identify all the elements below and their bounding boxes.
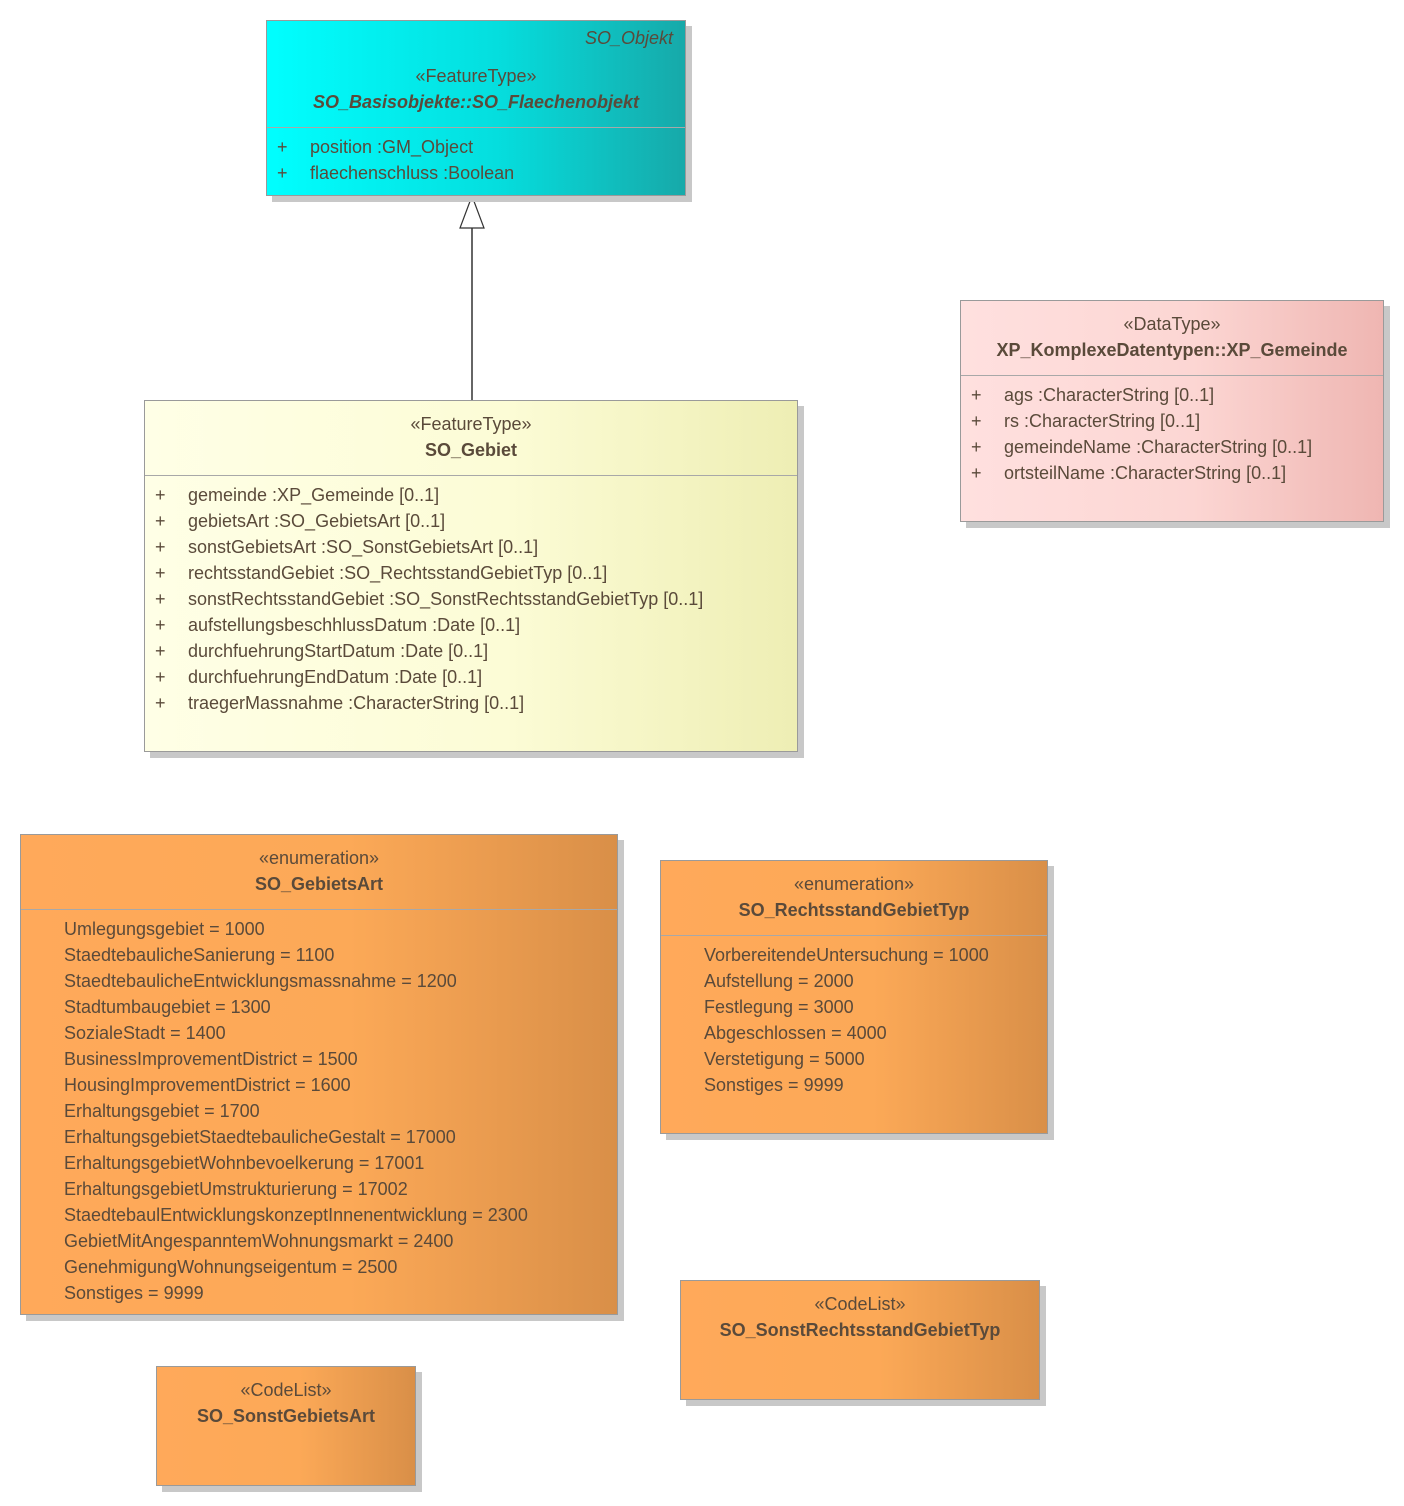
- class-name: SO_SonstGebietsArt: [196, 1406, 376, 1426]
- stereotype-label: «CodeList»: [240, 1380, 332, 1400]
- package-label: SO_Objekt: [584, 28, 673, 48]
- attribute-text: rs :CharacterString [0..1]: [1004, 411, 1201, 431]
- visibility-marker: +: [155, 667, 166, 687]
- stereotype-label: «CodeList»: [814, 1294, 906, 1314]
- attribute-text: gebietsArt :SO_GebietsArt [0..1]: [188, 511, 446, 531]
- class-header: «enumeration» SO_GebietsArt: [21, 835, 617, 910]
- enum-literal[interactable]: Aufstellung = 2000: [704, 971, 854, 991]
- stereotype-label: «FeatureType»: [410, 414, 532, 434]
- codelist-so-sonstgebietsart[interactable]: «CodeList» SO_SonstGebietsArt: [156, 1366, 416, 1486]
- visibility-marker: +: [155, 511, 166, 531]
- enum-literal[interactable]: HousingImprovementDistrict = 1600: [64, 1075, 351, 1095]
- class-xp-gemeinde[interactable]: «DataType» XP_KomplexeDatentypen::XP_Gem…: [960, 300, 1384, 522]
- enum-literal[interactable]: ErhaltungsgebietUmstrukturierung = 17002: [64, 1179, 408, 1199]
- visibility-marker: +: [155, 589, 166, 609]
- enum-so-rechtsstandgebiettyp[interactable]: «enumeration» SO_RechtsstandGebietTyp Vo…: [660, 860, 1048, 1134]
- class-header: «DataType» XP_KomplexeDatentypen::XP_Gem…: [961, 301, 1383, 376]
- visibility-marker: +: [971, 437, 982, 457]
- attribute-text: rechtsstandGebiet :SO_RechtsstandGebietT…: [188, 563, 608, 583]
- enum-literal[interactable]: Sonstiges = 9999: [64, 1283, 204, 1303]
- attribute-text: durchfuehrungStartDatum :Date [0..1]: [188, 641, 489, 661]
- enum-literal[interactable]: Erhaltungsgebiet = 1700: [64, 1101, 260, 1121]
- class-name: SO_GebietsArt: [254, 874, 384, 894]
- attribute-text: ortsteilName :CharacterString [0..1]: [1004, 463, 1287, 483]
- visibility-marker: +: [277, 163, 288, 183]
- attribute-text: flaechenschluss :Boolean: [310, 163, 515, 183]
- enum-literal[interactable]: StaedtebaulEntwicklungskonzeptInnenentwi…: [64, 1205, 528, 1225]
- visibility-marker: +: [155, 641, 166, 661]
- visibility-marker: +: [155, 693, 166, 713]
- enum-literal[interactable]: ErhaltungsgebietStaedtebaulicheGestalt =…: [64, 1127, 456, 1147]
- stereotype-label: «FeatureType»: [415, 66, 537, 86]
- enum-literal[interactable]: ErhaltungsgebietWohnbevoelkerung = 17001: [64, 1153, 425, 1173]
- class-name: SO_RechtsstandGebietTyp: [738, 900, 970, 920]
- visibility-marker: +: [971, 411, 982, 431]
- stereotype-label: «enumeration»: [793, 874, 915, 894]
- enum-literal[interactable]: Sonstiges = 9999: [704, 1075, 844, 1095]
- enum-literal[interactable]: VorbereitendeUntersuchung = 1000: [704, 945, 989, 965]
- enum-literal[interactable]: StaedtebaulicheSanierung = 1100: [64, 945, 335, 965]
- attribute-text: gemeindeName :CharacterString [0..1]: [1004, 437, 1313, 457]
- attribute-text: sonstGebietsArt :SO_SonstGebietsArt [0..…: [188, 537, 539, 557]
- enum-literal[interactable]: Verstetigung = 5000: [704, 1049, 865, 1069]
- stereotype-label: «enumeration»: [258, 848, 380, 868]
- class-name: SO_Basisobjekte::SO_Flaechenobjekt: [312, 92, 640, 112]
- class-header: «FeatureType» SO_Gebiet: [145, 401, 797, 476]
- enum-literal[interactable]: SozialeStadt = 1400: [64, 1023, 226, 1043]
- attribute-text: position :GM_Object: [310, 137, 474, 157]
- visibility-marker: +: [277, 137, 288, 157]
- class-name: SO_Gebiet: [424, 440, 518, 460]
- enum-literal[interactable]: Festlegung = 3000: [704, 997, 854, 1017]
- class-so-flaechenobjekt[interactable]: SO_Objekt «FeatureType» SO_Basisobjekte:…: [266, 20, 686, 196]
- attribute-text: gemeinde :XP_Gemeinde [0..1]: [188, 485, 440, 505]
- visibility-marker: +: [155, 563, 166, 583]
- visibility-marker: +: [155, 615, 166, 635]
- attribute-text: aufstellungsbeschhlussDatum :Date [0..1]: [188, 615, 521, 635]
- stereotype-label: «DataType»: [1123, 314, 1221, 334]
- enum-literal[interactable]: GebietMitAngespanntemWohnungsmarkt = 240…: [64, 1231, 454, 1251]
- visibility-marker: +: [155, 537, 166, 557]
- enum-literal[interactable]: GenehmigungWohnungseigentum = 2500: [64, 1257, 398, 1277]
- class-header: «enumeration» SO_RechtsstandGebietTyp: [661, 861, 1047, 936]
- enum-literal[interactable]: Abgeschlossen = 4000: [704, 1023, 887, 1043]
- class-header: SO_Objekt «FeatureType» SO_Basisobjekte:…: [267, 21, 685, 128]
- visibility-marker: +: [155, 485, 166, 505]
- attribute-text: traegerMassnahme :CharacterString [0..1]: [188, 693, 525, 713]
- enum-literal[interactable]: StaedtebaulicheEntwicklungsmassnahme = 1…: [64, 971, 457, 991]
- enum-literal[interactable]: BusinessImprovementDistrict = 1500: [64, 1049, 358, 1069]
- attribute-text: durchfuehrungEndDatum :Date [0..1]: [188, 667, 483, 687]
- codelist-so-sonstrechtsstandgebiettyp[interactable]: «CodeList» SO_SonstRechtsstandGebietTyp: [680, 1280, 1040, 1400]
- class-name: SO_SonstRechtsstandGebietTyp: [719, 1320, 1001, 1340]
- class-name: XP_KomplexeDatentypen::XP_Gemeinde: [996, 340, 1348, 360]
- attribute-text: ags :CharacterString [0..1]: [1004, 385, 1215, 405]
- class-so-gebiet[interactable]: «FeatureType» SO_Gebiet + gemeinde :XP_Ge…: [144, 400, 798, 752]
- visibility-marker: +: [971, 463, 982, 483]
- enum-literal[interactable]: Stadtumbaugebiet = 1300: [64, 997, 271, 1017]
- generalization-arrowhead: [459, 194, 485, 229]
- enum-so-gebietsart[interactable]: «enumeration» SO_GebietsArt Umlegungsgeb…: [20, 834, 618, 1315]
- visibility-marker: +: [971, 385, 982, 405]
- enum-literal[interactable]: Umlegungsgebiet = 1000: [64, 919, 265, 939]
- attribute-text: sonstRechtsstandGebiet :SO_SonstRechtsst…: [188, 589, 704, 609]
